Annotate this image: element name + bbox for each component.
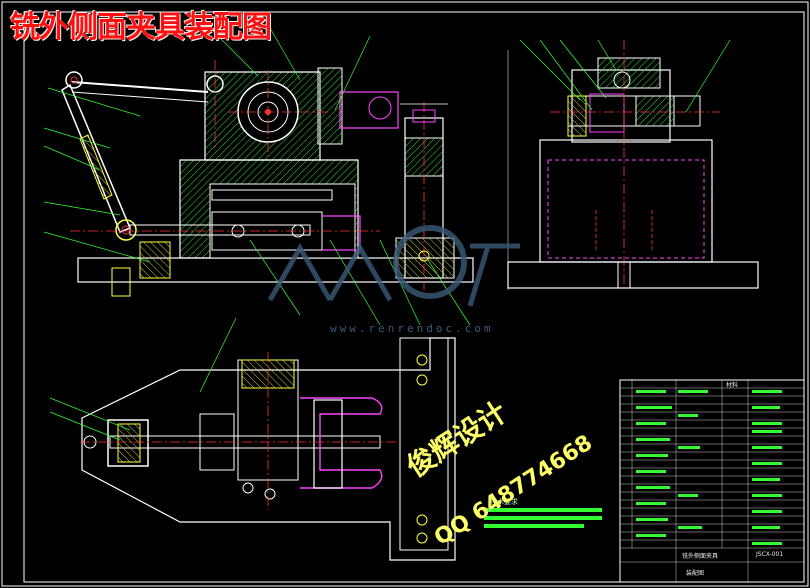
leader-9 [249,239,301,316]
front-clamp-head [339,91,399,129]
front-strut-spring [79,134,113,200]
leader-4 [43,201,121,216]
drawing-title: 铣外侧面夹具装配图 [10,10,272,45]
top-strip-hole-1 [416,354,428,366]
front-clamp-head-hole [368,96,392,120]
top-view [80,337,456,561]
parts-list-rows [620,380,804,582]
leader-lines [43,27,731,441]
front-workpiece [322,215,361,251]
technical-notes [484,508,602,528]
top-base-outline [81,337,456,561]
leader-1 [47,87,141,117]
leader-2 [43,127,111,149]
right-base [507,261,759,289]
leader-10 [329,239,381,326]
right-view [507,40,759,290]
leader-19 [49,411,121,441]
leader-18 [49,397,131,431]
top-left-clamp-hatch [117,423,141,463]
title-block-name: 铣外侧面夹具 [682,553,719,560]
technical-note-heading: 技术要求 [490,498,518,506]
front-view [61,60,474,297]
side-bolt [418,250,430,262]
front-lever-arm-2 [71,91,209,103]
top-left-pin [83,435,97,449]
front-left-lug [139,241,171,279]
watermark-logo [267,225,520,307]
leader-3 [43,145,101,171]
top-pull-rod [109,435,381,449]
leader-20 [199,317,237,393]
top-right-bracket [313,399,343,489]
leader-5 [43,231,151,263]
side-section-view [395,102,455,290]
front-rod [211,189,333,201]
leader-14 [539,39,593,111]
leader-16 [597,39,617,71]
top-strip-hole-2 [416,374,428,386]
top-strip-hole-3 [416,514,428,526]
right-shaft [567,95,701,127]
parts-list [619,379,805,583]
parts-list-green-entries [636,390,782,545]
leader-6 [209,27,259,77]
top-strip [399,337,449,551]
leader-17 [685,39,731,113]
side-cap [412,109,436,123]
front-lever-pivot-inner [70,76,78,84]
leader-8 [334,35,371,111]
front-strut [61,83,131,233]
top-left-clamp [107,419,149,467]
top-workpiece [300,397,383,489]
leader-7 [269,27,301,81]
right-pivot [613,71,631,89]
drawing-border-inner [23,11,805,583]
side-column-hatch-bot [395,237,455,279]
right-left-clamp [567,95,587,137]
right-shaft-hatch [635,95,675,127]
parts-list-frame [619,379,805,583]
top-bolt-1 [242,482,254,494]
top-strip-hole-4 [416,532,428,544]
front-lever-arm [71,81,209,93]
leader-15 [559,39,607,99]
right-body-inner [547,159,705,259]
front-left-foot [111,267,131,297]
top-bolt-2 [264,488,276,500]
title-block-header-right: 材料 [726,382,739,389]
front-body-cavity [209,183,356,259]
leader-13 [519,39,581,101]
front-strut-pin [115,219,137,241]
title-block-company: 装配图 [686,570,705,577]
watermark-url: www.renrendoc.com [330,322,494,335]
front-pull-rod [129,224,311,236]
title-block-drawing-no: JSCX-001 [756,551,784,558]
right-foot [617,261,631,289]
front-side-block [317,67,343,145]
front-lever-pivot [65,71,83,89]
right-body [539,139,713,263]
